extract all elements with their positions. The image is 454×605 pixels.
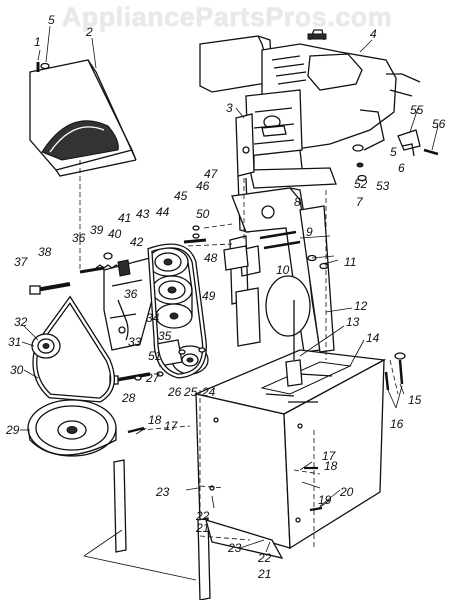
- tension-spring: [95, 252, 121, 269]
- part-label-6: 6: [398, 161, 405, 175]
- alignment-lines: [79, 160, 399, 548]
- part-label-9: 9: [306, 225, 313, 239]
- part-label-14: 14: [366, 331, 380, 345]
- part-label-29: 29: [5, 423, 20, 437]
- key-bracket: [352, 129, 439, 182]
- part-label-26: 26: [167, 385, 182, 399]
- part-label-31: 31: [8, 335, 21, 349]
- part-label-18: 18: [148, 413, 162, 427]
- part-label-19: 19: [318, 493, 332, 507]
- drive-belts: [32, 243, 207, 403]
- guard-bolt: [36, 62, 50, 72]
- part-label-24: 24: [201, 385, 216, 399]
- part-label-56: 56: [432, 117, 446, 131]
- part-label-8: 8: [294, 195, 301, 209]
- part-label-38: 38: [38, 245, 52, 259]
- part-label-21: 21: [257, 567, 271, 581]
- part-label-30: 30: [10, 363, 24, 377]
- part-label-43: 43: [136, 207, 150, 221]
- part-label-11: 11: [344, 255, 356, 269]
- hardware: [127, 225, 323, 512]
- part-label-55: 55: [410, 103, 424, 117]
- part-label-22: 22: [257, 551, 272, 565]
- part-label-4: 4: [370, 27, 377, 41]
- leader-lines: [20, 25, 439, 581]
- part-label-51: 51: [148, 349, 161, 363]
- part-label-16: 16: [390, 417, 404, 431]
- part-label-17: 17: [322, 449, 337, 463]
- part-label-32: 32: [14, 315, 28, 329]
- part-label-12: 12: [354, 299, 368, 313]
- part-label-5: 5: [48, 13, 55, 27]
- small-pulley: [31, 333, 61, 359]
- part-label-36: 36: [124, 287, 138, 301]
- part-label-50: 50: [196, 207, 210, 221]
- part-label-23: 23: [155, 485, 170, 499]
- large-pulley: [27, 399, 117, 457]
- part-label-20: 20: [339, 485, 354, 499]
- part-label-23: 23: [227, 541, 242, 555]
- part-label-17: 17: [164, 419, 179, 433]
- part-label-18: 18: [324, 459, 338, 473]
- part-label-10: 10: [276, 263, 290, 277]
- support-bracket: [223, 230, 329, 271]
- part-label-15: 15: [408, 393, 422, 407]
- engine-mounting-plate: [235, 113, 287, 233]
- belt-guard: [29, 59, 137, 177]
- part-label-22: 22: [195, 509, 210, 523]
- part-label-52: 52: [354, 177, 368, 191]
- part-label-28: 28: [121, 391, 136, 405]
- watermark: AppliancePartsPros.com: [61, 2, 393, 32]
- part-label-47: 47: [204, 167, 219, 181]
- part-label-7: 7: [356, 195, 364, 209]
- part-label-33: 33: [128, 335, 142, 349]
- frame: [229, 187, 335, 353]
- part-label-53: 53: [376, 179, 390, 193]
- part-label-44: 44: [156, 205, 170, 219]
- side-panel: [113, 459, 284, 601]
- part-label-46: 46: [196, 179, 210, 193]
- part-label-45: 45: [174, 189, 188, 203]
- part-label-25: 25: [183, 385, 198, 399]
- part-label-3: 3: [226, 101, 233, 115]
- part-label-48: 48: [204, 251, 218, 265]
- part-label-49: 49: [202, 289, 216, 303]
- part-label-1: 1: [34, 35, 41, 49]
- part-label-40: 40: [108, 227, 122, 241]
- part-label-42: 42: [130, 235, 144, 249]
- housing: [193, 300, 387, 550]
- part-label-41: 41: [118, 211, 131, 225]
- part-label-13: 13: [346, 315, 360, 329]
- part-label-37: 37: [14, 255, 29, 269]
- part-label-2: 2: [85, 25, 93, 39]
- part-label-34: 34: [146, 311, 160, 325]
- part-label-35: 35: [158, 329, 172, 343]
- part-label-21: 21: [195, 521, 209, 535]
- engine: [199, 29, 421, 189]
- part-label-39: 39: [90, 223, 104, 237]
- part-label-36: 36: [72, 231, 86, 245]
- part-label-5: 5: [390, 145, 397, 159]
- housing-bolts: [384, 352, 406, 391]
- part-label-27: 27: [145, 371, 161, 385]
